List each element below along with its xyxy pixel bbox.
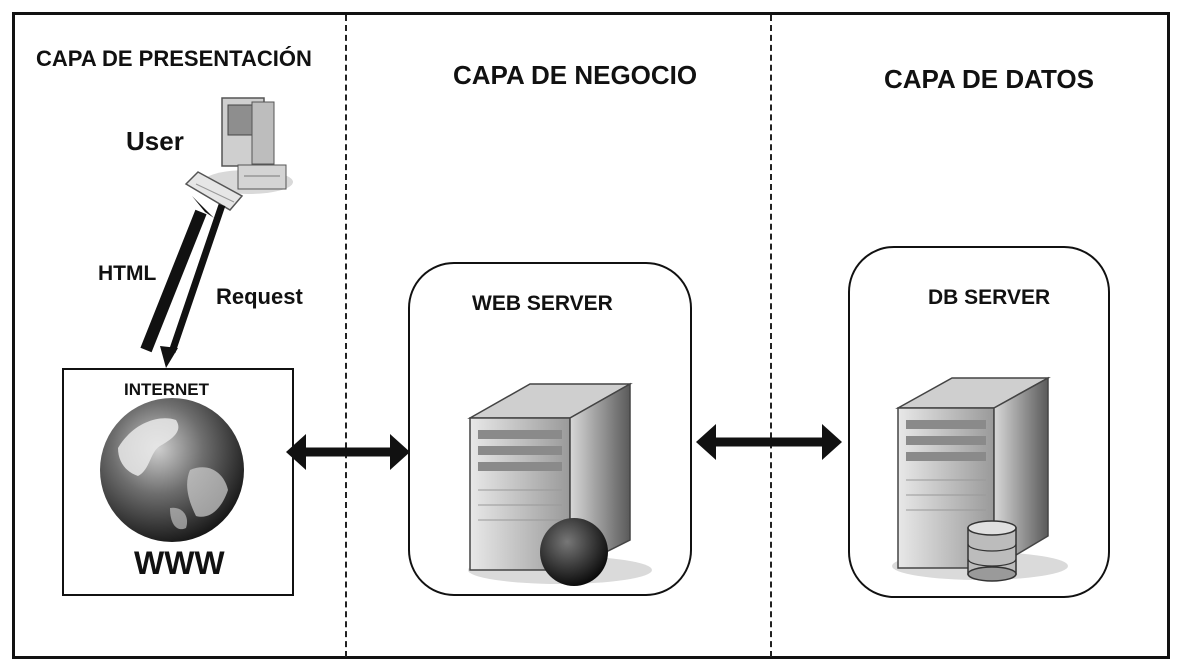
divider-presentation-business — [345, 15, 347, 657]
double-arrow-web-db — [696, 424, 842, 460]
desktop-computer-icon — [184, 97, 293, 211]
db-server-icon — [892, 376, 1068, 580]
internet-label: INTERNET — [124, 380, 209, 399]
web-server-icon — [467, 382, 652, 586]
html-label: HTML — [98, 262, 157, 285]
request-arrow — [160, 203, 226, 368]
web-server-label: WEB SERVER — [472, 292, 613, 315]
globe-icon — [100, 398, 244, 542]
db-server-label: DB SERVER — [928, 286, 1051, 309]
business-layer-title: CAPA DE NEGOCIO — [453, 60, 698, 90]
html-arrow — [140, 196, 214, 353]
request-label: Request — [216, 284, 303, 309]
www-label: WWW — [134, 545, 225, 581]
user-label: User — [126, 126, 184, 156]
double-arrow-internet-web — [286, 434, 410, 470]
database-cylinder-icon — [967, 520, 1017, 582]
data-layer-title: CAPA DE DATOS — [884, 64, 1094, 94]
divider-business-data — [770, 15, 772, 657]
diagram-frame — [12, 12, 1170, 659]
presentation-layer-title: CAPA DE PRESENTACIÓN — [36, 46, 312, 71]
